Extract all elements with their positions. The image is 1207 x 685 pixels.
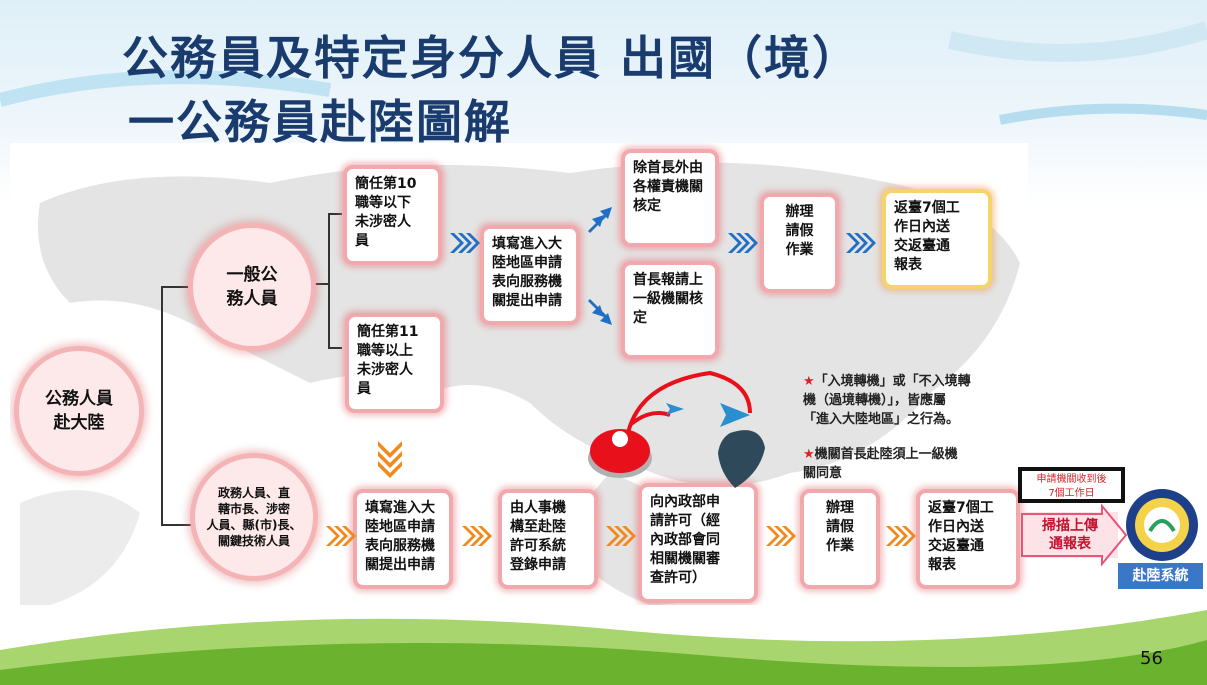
- blue-arrows: [450, 207, 876, 325]
- connector-to-rank-high: [328, 347, 342, 349]
- page-number: 56: [1140, 648, 1163, 669]
- star-icon: ★: [803, 447, 815, 462]
- box-top-apply: 填寫進入大 陸地區申請 表向服務機 關提出申請: [480, 225, 580, 325]
- grass-decoration: [0, 610, 1207, 685]
- box-rank-11-above: 簡任第11 職等以上 未涉密人 員: [345, 313, 444, 413]
- connector-to-rank-low: [328, 213, 342, 215]
- box-bottom-apply: 填寫進入大 陸地區申請 表向服務機 關提出申請: [353, 489, 453, 589]
- node-special-staff: 政務人員、直 轄市長、涉密 人員、縣(市)長、 關鍵技術人員: [190, 453, 318, 581]
- box-rank-10-below: 簡任第10 職等以下 未涉密人 員: [343, 165, 442, 265]
- connector-general-mid: [315, 283, 329, 285]
- box-approve-head: 首長報請上 一級機關核 定: [621, 261, 719, 359]
- box-bottom-report: 返臺7個工 作日內送 交返臺通 報表: [916, 489, 1020, 589]
- connector-root-vertical: [161, 286, 163, 526]
- system-link-label[interactable]: 赴陸系統: [1118, 563, 1203, 589]
- box-bottom-leave: 辦理 請假 作業: [800, 489, 880, 589]
- note-transit: ★「入境轉機」或「不入境轉 機（過境轉機）」，皆應屬 「進入大陸地區」之行為。: [803, 353, 971, 429]
- note-head-text: 機關首長赴陸須上一級機 關同意: [803, 447, 958, 481]
- note-transit-text: 「入境轉機」或「不入境轉 機（過境轉機）」，皆應屬 「進入大陸地區」之行為。: [803, 374, 971, 427]
- connector-root-to-general: [161, 286, 189, 288]
- diagram-panel: 公務人員 赴大陸 一般公 務人員 政務人員、直 轄市長、涉密 人員、縣(市)長、…: [10, 143, 1028, 605]
- upload-arrow-label: 掃描上傳 通報表: [1022, 512, 1118, 558]
- node-root: 公務人員 赴大陸: [14, 346, 144, 476]
- title-line1: 公務員及特定身分人員 出國（境）: [122, 31, 861, 85]
- star-icon: ★: [803, 374, 815, 389]
- top-wave-decoration: [0, 21, 1207, 125]
- title-line2: 一公務員赴陸圖解: [128, 95, 512, 149]
- box-top-report: 返臺7個工 作日內送 交返臺通 報表: [882, 189, 992, 289]
- immigration-agency-logo: [1126, 489, 1198, 561]
- upload-arrow: [1021, 503, 1128, 567]
- orange-arrows: [326, 441, 916, 546]
- deadline-badge: 申請機關收到後 7個工作日: [1018, 467, 1125, 503]
- box-hr-system: 由人事機 構至赴陸 許可系統 登錄申請: [498, 489, 598, 589]
- connector-root-to-special: [161, 524, 191, 526]
- box-top-leave: 辦理 請假 作業: [760, 193, 839, 293]
- note-head: ★機關首長赴陸須上一級機 關同意: [803, 426, 958, 483]
- node-general-staff: 一般公 務人員: [188, 223, 316, 351]
- connector-general-vertical: [328, 213, 330, 349]
- box-moi-permit: 向內政部申 請許可（經 內政部會同 相關機關審 查許可）: [638, 483, 758, 603]
- transit-illustration: [588, 370, 765, 488]
- box-approve-non-head: 除首長外由 各權責機關 核定: [621, 149, 719, 247]
